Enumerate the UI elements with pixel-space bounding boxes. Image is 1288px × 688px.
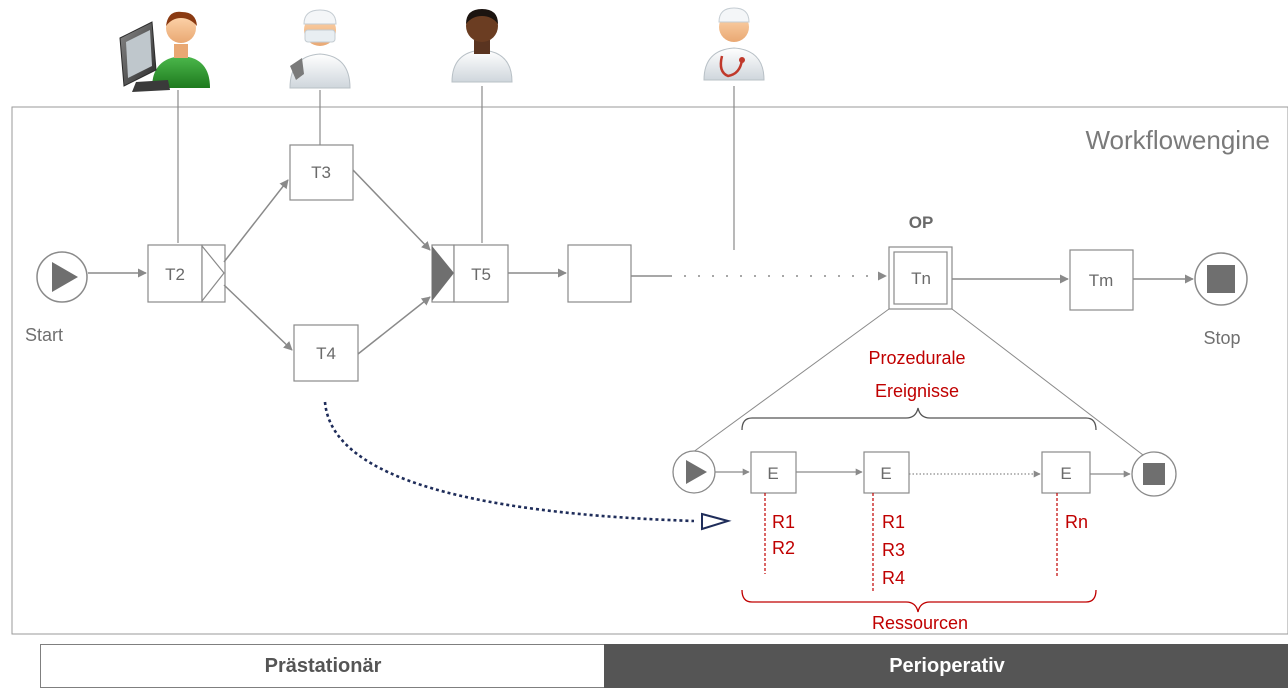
phase-perioperative: Perioperativ <box>604 644 1288 688</box>
join-triangle <box>432 246 454 301</box>
task-t5-label: T5 <box>471 265 491 284</box>
task-tn-label: Tn <box>911 269 931 288</box>
resource-e2-1: R1 <box>882 512 905 532</box>
task-t4 <box>293 324 359 382</box>
phase-bar: Prästationär Perioperativ <box>0 644 1288 688</box>
task-t4-label: T4 <box>316 344 336 363</box>
task-t2 <box>147 244 203 303</box>
doctor-stethoscope-icon <box>703 7 765 81</box>
stop-label: Stop <box>1203 328 1240 348</box>
resource-e2-2: R3 <box>882 540 905 560</box>
stop-event <box>1194 252 1248 306</box>
op-label: OP <box>909 213 934 232</box>
phase-prestationary: Prästationär <box>40 644 606 688</box>
events-brace <box>741 407 1097 431</box>
split-triangle <box>201 245 225 302</box>
sub-stop-event <box>1131 451 1177 497</box>
resource-lines <box>764 493 1058 592</box>
task-tm <box>1069 249 1134 311</box>
main-flow-arrows <box>88 169 1194 355</box>
task-t3 <box>289 144 354 201</box>
task-t2-label: T2 <box>165 265 185 284</box>
resources-brace <box>741 589 1097 613</box>
resource-e3-1: Rn <box>1065 512 1088 532</box>
task-tm-label: Tm <box>1089 271 1114 290</box>
resource-e2-3: R4 <box>882 568 905 588</box>
task-empty <box>567 244 632 303</box>
sub-start-event <box>672 450 716 494</box>
start-label: Start <box>25 325 63 345</box>
task-t2-split-gate <box>201 244 226 303</box>
workflow-engine-label: Workflowengine <box>1085 125 1270 155</box>
subprocess-title-line2: Ereignisse <box>875 381 959 401</box>
expand-line-right <box>951 308 1148 459</box>
resources-label: Ressourcen <box>872 613 968 633</box>
task-tn <box>893 251 948 305</box>
mapping-arrowhead <box>701 512 732 531</box>
expand-line-left <box>684 308 890 459</box>
resource-e1-2: R2 <box>772 538 795 558</box>
task-t3-label: T3 <box>311 163 331 182</box>
event-box-3 <box>1041 451 1091 494</box>
staff-icon <box>451 9 513 83</box>
workflow-diagram: Workflowengine St <box>11 7 1288 635</box>
resource-e1-1: R1 <box>772 512 795 532</box>
subprocess-title-line1: Prozedurale <box>868 348 965 368</box>
event-box-3-label: E <box>1060 464 1071 483</box>
event-box-1 <box>750 451 797 494</box>
task-t5 <box>453 244 509 303</box>
event-box-2-label: E <box>880 464 891 483</box>
sub-flow-arrows <box>715 468 1131 478</box>
event-box-1-label: E <box>767 464 778 483</box>
surgeon-icon <box>289 9 351 89</box>
start-event <box>36 251 88 303</box>
event-box-2 <box>863 451 910 494</box>
computer-user-icon <box>119 11 210 92</box>
workflow-engine-frame <box>11 106 1288 635</box>
mapping-curve <box>323 401 695 523</box>
